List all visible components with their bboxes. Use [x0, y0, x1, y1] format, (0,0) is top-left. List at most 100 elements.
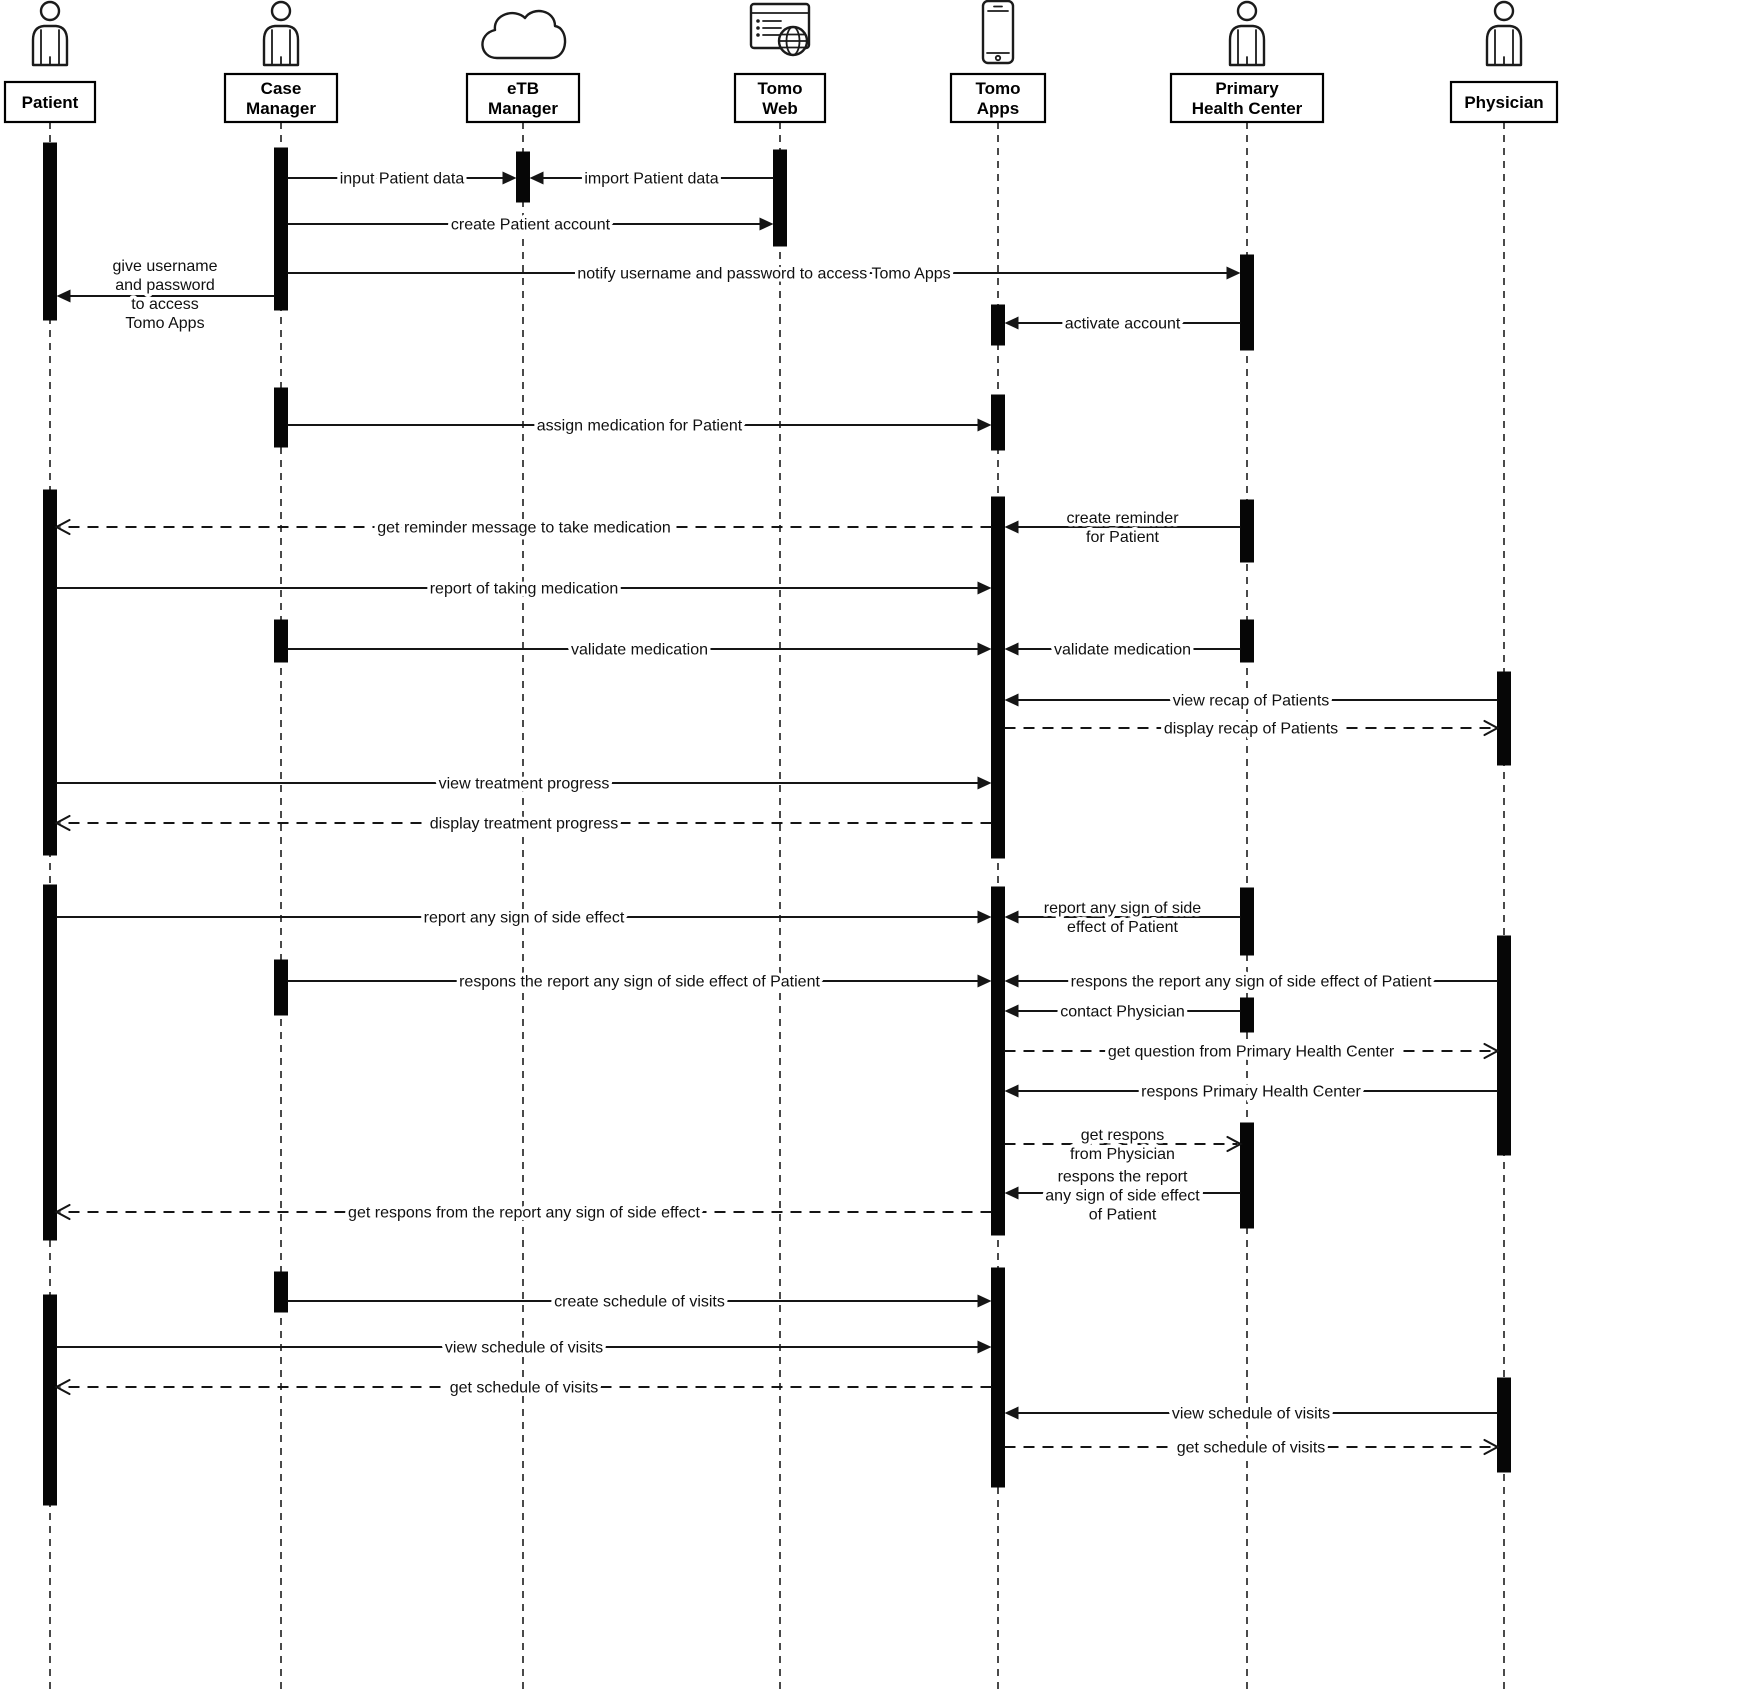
filled-arrowhead-icon: [1004, 520, 1019, 534]
actor-name-box: [1169, 72, 1325, 124]
message-label: display recap of Patients: [1164, 721, 1338, 738]
message-label: report any sign of side effect: [424, 910, 625, 927]
activation-bar-patient: [43, 142, 57, 321]
filled-arrowhead-icon: [1004, 1084, 1019, 1098]
message-label: assign medication for Patient: [537, 418, 743, 435]
activation-bar-phc: [1240, 997, 1254, 1033]
filled-arrowhead-icon: [977, 642, 992, 656]
activation-bar-tomo-apps: [991, 886, 1005, 1236]
message-label: get schedule of visits: [1177, 1440, 1326, 1457]
return-message: get respons from the report any sign of …: [54, 1201, 992, 1225]
message-label: view recap of Patients: [1173, 693, 1330, 710]
open-arrowhead-icon: [54, 1203, 71, 1221]
actor-physician: Physician: [1449, 0, 1559, 124]
filled-arrowhead-icon: [1004, 974, 1019, 988]
activation-bar-patient: [43, 884, 57, 1241]
filled-arrowhead-icon: [977, 418, 992, 432]
actor-name-box: [223, 72, 339, 124]
filled-arrowhead-icon: [529, 171, 544, 185]
return-message: display treatment progress: [54, 812, 992, 836]
message-label: report of taking medication: [430, 581, 619, 598]
call-message: view recap of Patients: [1004, 689, 1498, 713]
activation-bar-tomo-apps: [991, 1267, 1005, 1488]
activation-bar-tomo-apps: [991, 304, 1005, 346]
person-icon: [262, 0, 300, 67]
message-label: get respons from the report any sign of …: [348, 1205, 700, 1222]
activation-bar-tomo-apps: [991, 496, 1005, 859]
filled-arrowhead-icon: [1004, 1004, 1019, 1018]
filled-arrowhead-icon: [1004, 316, 1019, 330]
actor-name-box: [465, 72, 581, 124]
call-message: validate medication: [287, 638, 992, 662]
activation-bar-phc: [1240, 1122, 1254, 1229]
person-icon: [31, 0, 69, 67]
filled-arrowhead-icon: [502, 171, 517, 185]
actor-label: Patient: [22, 93, 79, 112]
call-message: view schedule of visits: [1004, 1402, 1498, 1426]
call-message: respons the report any sign of side effe…: [287, 970, 992, 994]
message-label: get question from Primary Health Center: [1108, 1044, 1395, 1061]
message-label: view schedule of visits: [445, 1340, 603, 1357]
call-message: respons the report any sign of side effe…: [1004, 970, 1498, 994]
open-arrowhead-icon: [54, 1378, 71, 1396]
browser-icon: [749, 2, 811, 57]
activation-bar-phc: [1240, 619, 1254, 663]
person-icon: [1228, 0, 1266, 67]
activation-bar-patient: [43, 1294, 57, 1506]
return-message: get question from Primary Health Center: [1004, 1040, 1500, 1064]
return-message: get schedule of visits: [1004, 1436, 1500, 1460]
open-arrowhead-icon: [1483, 719, 1500, 737]
activation-bar-etb-manager: [516, 151, 530, 203]
message-label: view treatment progress: [439, 776, 610, 793]
open-arrowhead-icon: [54, 814, 71, 832]
filled-arrowhead-icon: [977, 1294, 992, 1308]
message-label: validate medication: [1054, 642, 1191, 659]
filled-arrowhead-icon: [1004, 1186, 1019, 1200]
filled-arrowhead-icon: [1004, 910, 1019, 924]
filled-arrowhead-icon: [759, 217, 774, 231]
filled-arrowhead-icon: [1004, 693, 1019, 707]
call-message: contact Physician: [1004, 1000, 1241, 1024]
return-message: display recap of Patients: [1004, 717, 1500, 741]
message-label: create Patient account: [451, 217, 611, 234]
filled-arrowhead-icon: [1004, 642, 1019, 656]
message-label: view schedule of visits: [1172, 1406, 1330, 1423]
activation-bar-patient: [43, 489, 57, 856]
activation-bar-case-manager: [274, 959, 288, 1016]
call-message: view schedule of visits: [56, 1336, 992, 1360]
filled-arrowhead-icon: [56, 289, 71, 303]
filled-arrowhead-icon: [1004, 1406, 1019, 1420]
actor-name-box: [1449, 80, 1559, 124]
call-message: assign medication for Patient: [287, 414, 992, 438]
message-label: import Patient data: [584, 171, 718, 188]
actor-patient: Patient: [3, 0, 97, 124]
open-arrowhead-icon: [1483, 1042, 1500, 1060]
activation-bar-physician: [1497, 1377, 1511, 1473]
return-message: get schedule of visits: [54, 1376, 992, 1400]
open-arrowhead-icon: [54, 518, 71, 536]
activation-bar-case-manager: [274, 1271, 288, 1313]
phone-icon: [981, 0, 1015, 65]
filled-arrowhead-icon: [977, 581, 992, 595]
call-message: respons Primary Health Center: [1004, 1080, 1498, 1104]
filled-arrowhead-icon: [977, 1340, 992, 1354]
actor-name-box: [949, 72, 1047, 124]
message-label: respons the report any sign of side effe…: [1071, 974, 1432, 991]
activation-bar-case-manager: [274, 387, 288, 448]
